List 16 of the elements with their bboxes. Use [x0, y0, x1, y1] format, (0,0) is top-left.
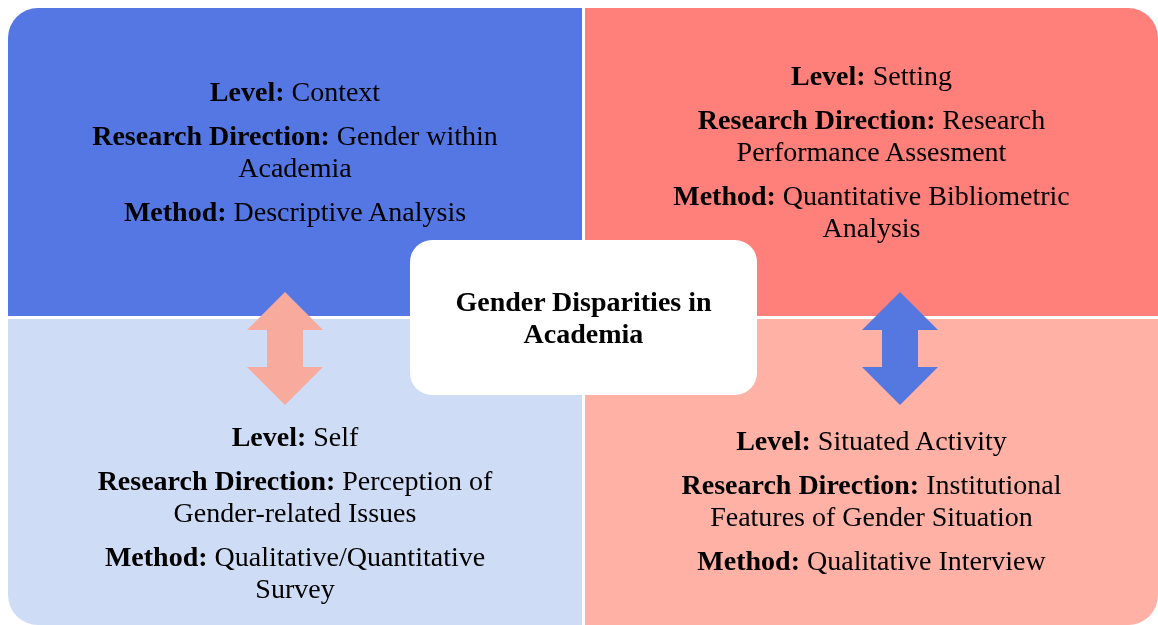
level-label: Level: Self: [231, 421, 359, 453]
research-direction-label: Research Direction: Perception of Gender-related Issues: [96, 465, 494, 529]
method-label: Method: Qualitative Interview: [697, 545, 1046, 577]
double-arrow: [247, 292, 323, 405]
level-label: Level: Context: [209, 76, 381, 108]
research-direction-label: Research Direction: Institutional Features of Gender Situation: [680, 469, 1063, 533]
method-label: Method: Quantitative Bibliometric Analysis: [672, 180, 1071, 244]
center-title-box: [410, 240, 757, 395]
title-text: Gender Disparities in Academia: [454, 285, 713, 350]
level-label: Level: Situated Activity: [736, 425, 1007, 457]
method-label: Method: Descriptive Analysis: [123, 196, 467, 228]
double-arrow: [862, 292, 938, 405]
level-label: Level: Setting: [791, 60, 952, 92]
research-direction-label: Research Direction: Gender within Academia: [91, 120, 499, 184]
method-label: Method: Qualitative/Quantitative Survey: [103, 541, 487, 605]
research-direction-label: Research Direction: Research Performance Assesment: [696, 104, 1047, 168]
